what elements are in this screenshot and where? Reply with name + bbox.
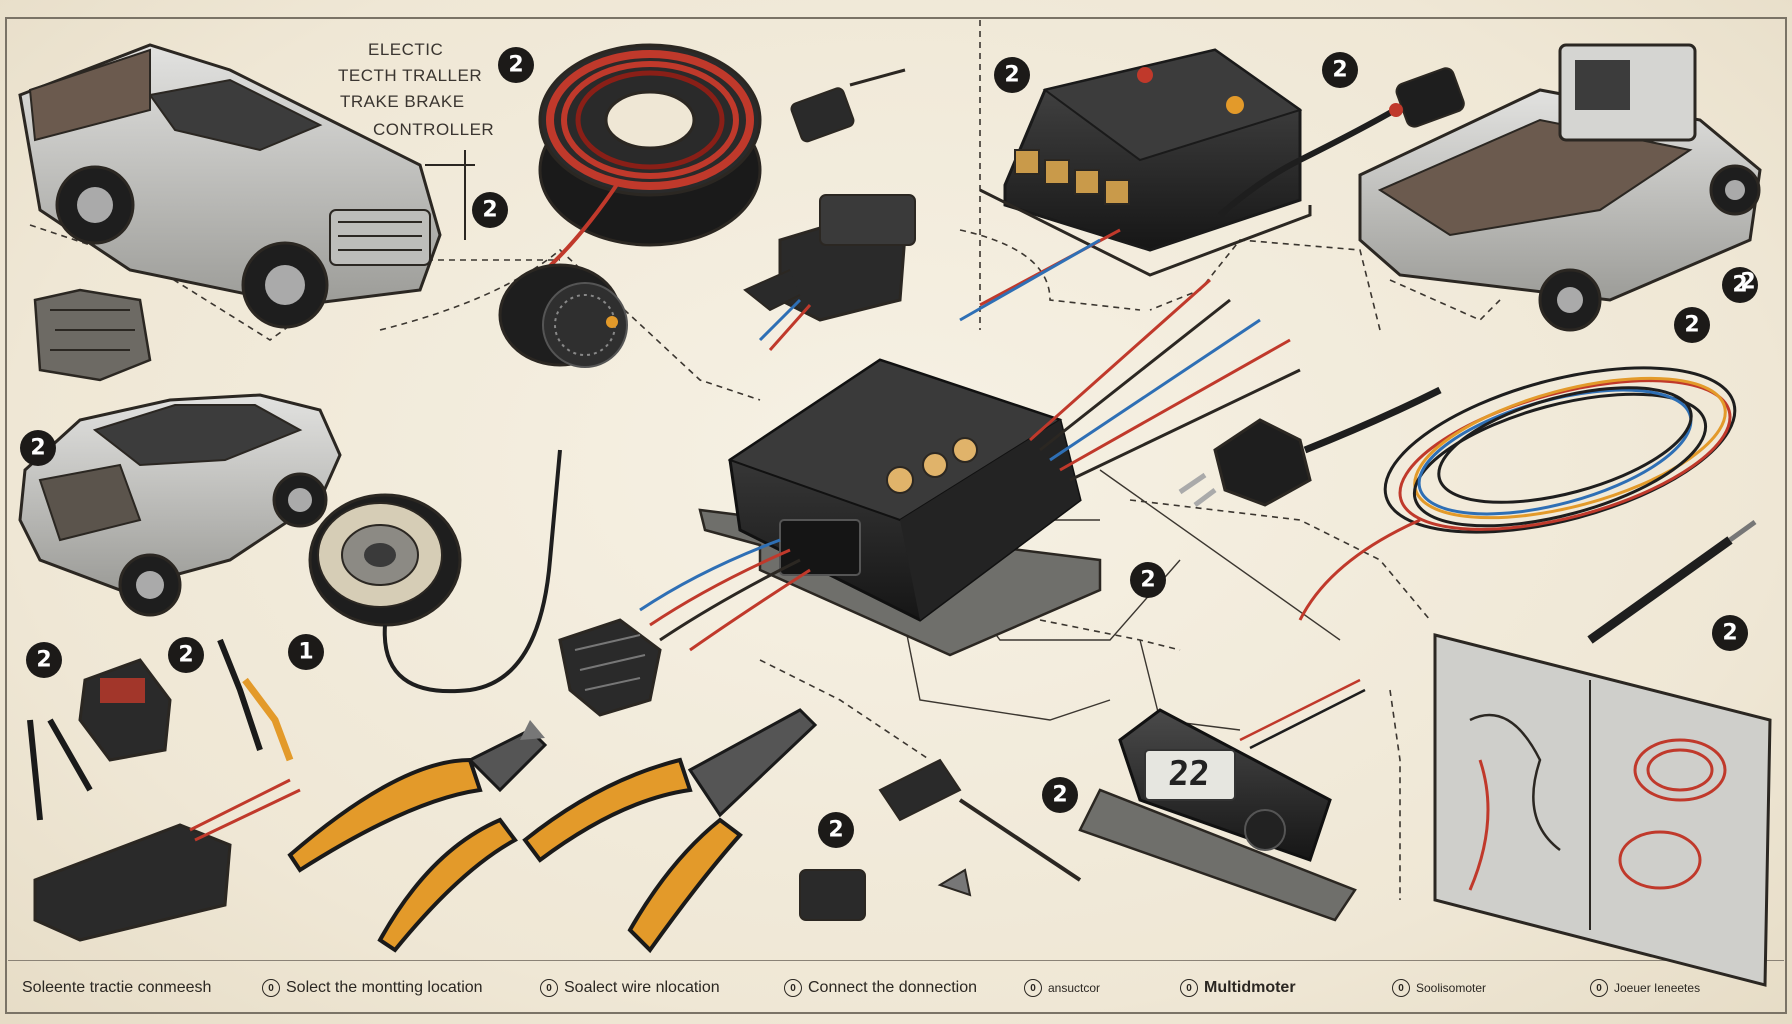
svg-text:2: 2 <box>1732 273 1747 298</box>
caption-number: 0 <box>1392 979 1410 997</box>
title-line-2: TECTH TRALLER <box>338 66 483 85</box>
caption-number: 0 <box>262 979 280 997</box>
caption-text: Multidmoter <box>1204 979 1296 996</box>
test-probe-icon <box>1587 519 1757 644</box>
step-badge: 2 <box>994 57 1030 93</box>
brake-controller-main-icon <box>698 358 1102 657</box>
caption-number: 0 <box>784 979 802 997</box>
step-badge: 2 <box>498 47 534 83</box>
caption-divider <box>8 960 1784 961</box>
caption-item: 0 Soolisomoter <box>1392 968 1486 1008</box>
caption-text: Soleente tractie conmeesh <box>22 979 212 996</box>
svg-text:2: 2 <box>30 436 45 461</box>
svg-text:2: 2 <box>482 198 497 223</box>
svg-text:2: 2 <box>178 643 193 668</box>
tester-device-icon <box>78 658 172 762</box>
brake-drum-icon <box>308 449 562 694</box>
caption-text: Connect the donnection <box>808 979 978 996</box>
caption-item: 0 Connect the donnection <box>784 968 977 1008</box>
caption-text: Joeuer Ieneetes <box>1614 981 1701 995</box>
pickup-truck-icon <box>18 43 442 329</box>
title-line-3: TRAKE BRAKE <box>340 92 465 111</box>
caption-item: 0 Multidmoter <box>1180 968 1296 1008</box>
caption-number: 0 <box>1180 979 1198 997</box>
svg-text:2: 2 <box>36 648 51 673</box>
step-badge: 2 <box>1722 267 1758 303</box>
step-badge: 2 <box>168 637 204 673</box>
power-cord-icon <box>1218 67 1465 218</box>
step-badge: 2 <box>1322 52 1358 88</box>
connector-clip-icon <box>799 758 1082 921</box>
step-badge: 1 <box>288 634 324 670</box>
step-badge: 2 <box>20 430 56 466</box>
caption-text: Soolisomoter <box>1416 981 1487 995</box>
sedan-car-icon <box>18 393 342 617</box>
power-plug-icon <box>1178 386 1442 507</box>
caption-item: Soleente tractie conmeesh <box>22 968 211 1008</box>
step-badge: 2 <box>1740 270 1755 295</box>
svg-text:2: 2 <box>1140 568 1155 593</box>
caption-number: 0 <box>1024 979 1042 997</box>
title-line-4: CONTROLLER <box>373 120 495 139</box>
wire-spool-icon <box>538 43 762 277</box>
caption-item: 0 Solect the montting location <box>262 968 483 1008</box>
step-badge: 2 <box>1674 307 1710 343</box>
brake-controller-top-icon <box>979 48 1312 277</box>
engine-part-icon <box>33 288 152 382</box>
svg-text:1: 1 <box>298 640 313 665</box>
svg-text:2: 2 <box>828 818 843 843</box>
module-box-icon <box>33 778 301 942</box>
small-pliers-icon <box>27 638 294 821</box>
plug-connector-icon <box>743 194 916 351</box>
caption-item: 0 Soalect wire nlocation <box>540 968 720 1008</box>
main-wires <box>639 228 1301 652</box>
svg-text:2: 2 <box>1052 783 1067 808</box>
title-line-1: ELECTIC <box>368 40 444 59</box>
harness-connector-icon <box>558 618 662 717</box>
svg-text:2: 2 <box>1740 270 1755 295</box>
caption-item: 0 Joeuer Ieneetes <box>1590 968 1700 1008</box>
caption-row: Soleente tractie conmeesh 0 Solect the m… <box>0 968 1792 1008</box>
wire-coil-icon <box>1298 366 1737 621</box>
multimeter-display-icon <box>1078 678 1366 922</box>
multimeter-lcd-readout: 22 <box>1167 754 1211 794</box>
wire-cutters-icon <box>522 708 818 954</box>
step-badges: 2 2 2 2 2 2 2 2 2 2 1 2 2 2 2 <box>20 47 1758 848</box>
round-gauge-icon <box>498 263 628 368</box>
small-connector-icon <box>790 68 906 143</box>
step-badge: 2 <box>26 642 62 678</box>
dimension-marks <box>425 150 475 240</box>
svg-text:2: 2 <box>508 53 523 78</box>
caption-text: ansuctcor <box>1048 981 1101 995</box>
caption-number: 0 <box>540 979 558 997</box>
flatbed-truck-icon <box>1358 43 1762 332</box>
caption-text: Soalect wire nlocation <box>564 979 720 996</box>
step-badge: 2 <box>472 192 508 228</box>
pliers-icon <box>287 720 548 953</box>
svg-text:2: 2 <box>1722 621 1737 646</box>
svg-text:2: 2 <box>1004 63 1019 88</box>
svg-text:2: 2 <box>1684 313 1699 338</box>
caption-number: 0 <box>1590 979 1608 997</box>
svg-text:2: 2 <box>1332 58 1347 83</box>
step-badge: 2 <box>1130 562 1166 598</box>
step-badge: 2 <box>1042 777 1078 813</box>
caption-text: Solect the montting location <box>286 979 483 996</box>
wiring-panel-icon <box>1433 633 1772 987</box>
step-badge: 2 <box>1712 615 1748 651</box>
caption-item: 0 ansuctcor <box>1024 968 1100 1008</box>
step-badge: 2 <box>818 812 854 848</box>
outer-frame <box>5 17 1787 1014</box>
